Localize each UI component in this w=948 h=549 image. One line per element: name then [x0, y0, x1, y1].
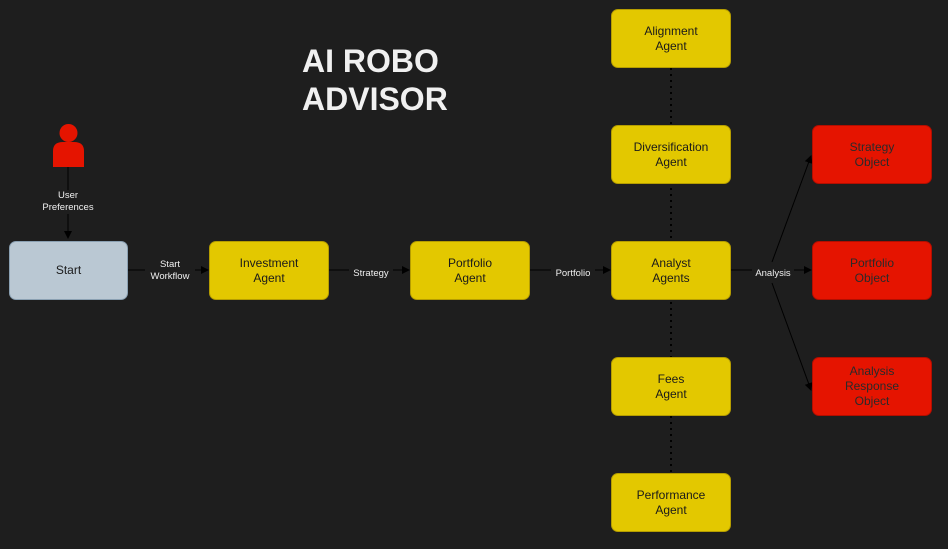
- performance-agent-node[interactable]: Performance Agent: [611, 473, 731, 532]
- diversification-agent-node[interactable]: Diversification Agent: [611, 125, 731, 184]
- investment-agent-node[interactable]: Investment Agent: [209, 241, 329, 300]
- alignment-agent-node[interactable]: Alignment Agent: [611, 9, 731, 68]
- fees-agent-node[interactable]: Fees Agent: [611, 357, 731, 416]
- edge-analyst-to-strategy-object: [771, 155, 813, 263]
- edge-analyst-to-analysis-object: [771, 282, 813, 391]
- edge-label-portfolio: Portfolio: [551, 268, 595, 280]
- person-icon: [53, 124, 84, 167]
- start-node[interactable]: Start: [9, 241, 128, 300]
- title-line-1: AI ROBO: [302, 43, 439, 79]
- portfolio-object-node[interactable]: Portfolio Object: [812, 241, 932, 300]
- analysis-response-object-node[interactable]: Analysis Response Object: [812, 357, 932, 416]
- analyst-agents-node[interactable]: Analyst Agents: [611, 241, 731, 300]
- portfolio-agent-node[interactable]: Portfolio Agent: [410, 241, 530, 300]
- edge-label-analysis: Analysis: [752, 268, 794, 280]
- user-preferences-label: User Preferences: [38, 190, 98, 214]
- title-line-2: ADVISOR: [302, 81, 448, 117]
- edge-label-strategy: Strategy: [349, 268, 393, 280]
- diagram-title: AI ROBO ADVISOR: [302, 42, 448, 118]
- edge-label-start-workflow: Start Workflow: [145, 259, 195, 283]
- strategy-object-node[interactable]: Strategy Object: [812, 125, 932, 184]
